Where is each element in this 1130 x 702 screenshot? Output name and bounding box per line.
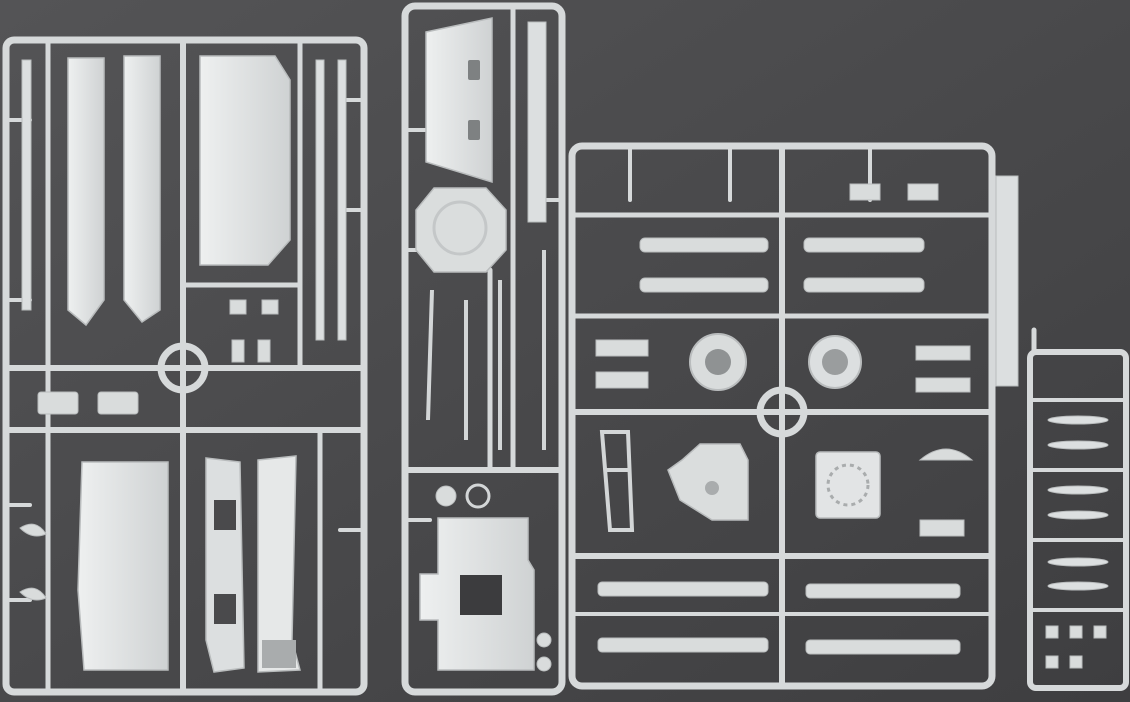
fitting-4 (1045, 655, 1059, 669)
sprue-4 (1027, 327, 1129, 691)
fender-1-cutout-b (214, 594, 236, 624)
fender-1-cutout-a (214, 500, 236, 530)
rod-2 (315, 59, 325, 341)
wheel-small-2 (465, 483, 491, 509)
shell-2 (1047, 440, 1109, 450)
lower-rod-4 (805, 639, 961, 655)
shell-3 (1047, 485, 1109, 495)
shell-6 (1047, 581, 1109, 591)
shell-4 (1047, 510, 1109, 520)
bracket-2 (907, 183, 939, 201)
turret-base-hole (705, 481, 719, 495)
small-part-2 (97, 391, 139, 415)
road-wheel-2-hub (822, 349, 848, 375)
sprue-2-frame (401, 2, 566, 696)
mudguard (918, 448, 974, 461)
hinge-2 (19, 587, 47, 601)
suspension-arm-3 (639, 277, 769, 293)
lower-rod-1 (597, 581, 769, 597)
side-plate-right (123, 55, 161, 324)
sprue-3-parts (595, 175, 1019, 655)
hull-panel (199, 55, 291, 266)
rod-1 (21, 59, 32, 311)
fitting-3 (1093, 625, 1107, 639)
fitting-5 (1069, 655, 1083, 669)
hub-plate (815, 451, 881, 519)
small-part-6 (257, 339, 271, 363)
rod-3 (337, 59, 347, 341)
knob-2 (536, 656, 552, 672)
suspension-arm-2 (803, 237, 925, 253)
hatch-plate (425, 17, 493, 184)
sprue-2-parts (415, 17, 552, 672)
bracket-3 (595, 339, 649, 357)
fender-1 (205, 457, 245, 673)
road-wheel-1-hub (705, 349, 731, 375)
hull-top-opening (460, 575, 502, 615)
wheel-small-1 (435, 485, 457, 507)
small-block (919, 519, 965, 537)
lower-rod-3 (597, 637, 769, 653)
suspension-arm-1 (639, 237, 769, 253)
sprue-4-parts (1045, 415, 1109, 669)
suspension-arm-4 (803, 277, 925, 293)
side-plate-left (67, 57, 105, 327)
long-strip (527, 21, 547, 223)
sprue-1-runner-ring (157, 342, 209, 394)
fitting-2 (1069, 625, 1083, 639)
end-bar (995, 175, 1019, 387)
turret-base (667, 443, 749, 521)
knob-1 (536, 632, 552, 648)
sprue-1-parts (19, 55, 347, 673)
shell-1 (1047, 415, 1109, 425)
turret-ring (432, 200, 488, 256)
lower-hull-panel (77, 461, 169, 671)
fender-2-plate (262, 640, 296, 668)
turret-plate (415, 187, 507, 273)
small-part-3 (229, 299, 247, 315)
small-part-1 (37, 391, 79, 415)
bracket-1 (849, 183, 881, 201)
bracket-5 (915, 345, 971, 361)
shell-5 (1047, 557, 1109, 567)
sprue-4-frame (1027, 349, 1129, 691)
hinge-1 (19, 523, 47, 537)
bracket-6 (915, 377, 971, 393)
fitting-1 (1045, 625, 1059, 639)
sprue-1 (2, 36, 368, 696)
hatch-slot-b (468, 120, 480, 140)
small-part-4 (261, 299, 279, 315)
hub-plate-ring (826, 463, 870, 507)
bracket-4 (595, 371, 649, 389)
sprue-2 (401, 2, 566, 696)
sprue-3-runner-ring (756, 386, 808, 438)
small-part-5 (231, 339, 245, 363)
tool-1 (426, 289, 434, 421)
hatch-slot-a (468, 60, 480, 80)
lower-rod-2 (805, 583, 961, 599)
a-frame (599, 430, 635, 532)
